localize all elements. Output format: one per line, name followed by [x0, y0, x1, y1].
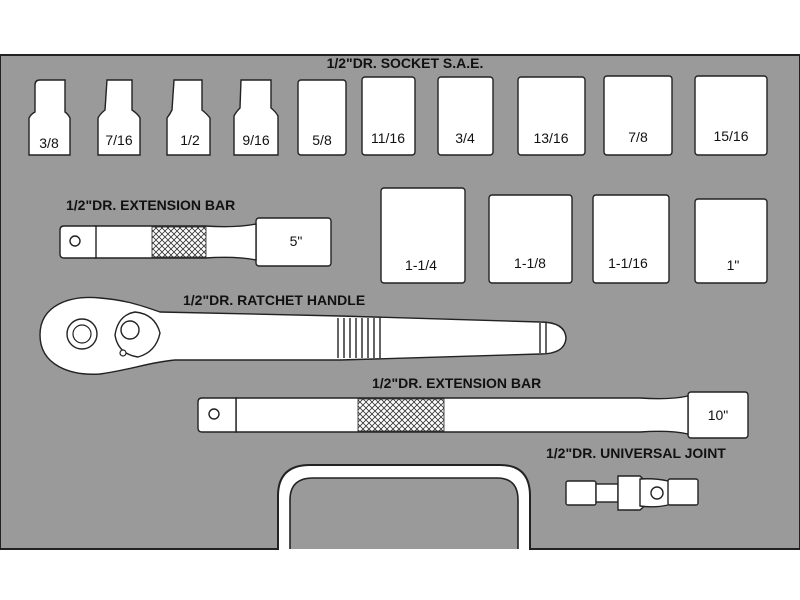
extension-short-label: 1/2"DR. EXTENSION BAR — [66, 197, 235, 213]
socket-1-1-4 — [380, 187, 466, 284]
socket-13-16 — [517, 76, 586, 156]
extension-long-length: 10" — [708, 407, 729, 423]
socket-7-8 — [603, 75, 673, 156]
socket-size-label: 1-1/16 — [608, 255, 648, 271]
socket-5-8 — [297, 79, 347, 156]
ratchet-handle — [39, 296, 567, 375]
socket-size-label: 15/16 — [713, 128, 748, 144]
socket-1-1-8 — [488, 194, 573, 284]
socket-size-label: 5/8 — [312, 132, 332, 148]
socket-15-16 — [694, 75, 768, 156]
socket-3-4 — [437, 76, 494, 156]
extension-bar-10-inch: 10" — [197, 391, 749, 439]
socket-size-label: 1-1/4 — [405, 257, 437, 273]
extension-long-label: 1/2"DR. EXTENSION BAR — [372, 375, 541, 391]
large-sockets-row: 1-1/4 1-1/8 1-1/16 1" — [380, 187, 768, 284]
ratchet-handle-label: 1/2"DR. RATCHET HANDLE — [183, 292, 365, 308]
socket-size-label: 13/16 — [533, 130, 568, 146]
socket-header-label: 1/2"DR. SOCKET S.A.E. — [327, 55, 484, 71]
universal-joint — [565, 475, 699, 511]
extension-bar-5-inch: 5" — [59, 217, 332, 267]
socket-11-16 — [361, 76, 416, 156]
socket-1-inch — [694, 198, 768, 284]
socket-size-label: 7/8 — [628, 129, 648, 145]
socket-9-16: 9/16 — [233, 79, 279, 156]
socket-1-2: 1/2 — [166, 79, 211, 156]
socket-size-label: 3/8 — [39, 135, 59, 151]
extension-short-length: 5" — [290, 233, 303, 249]
socket-size-label: 1" — [727, 257, 740, 273]
small-sockets-row: 3/8 7/16 1/2 9/16 5/8 11/16 3/4 13/16 7/… — [28, 75, 768, 156]
socket-size-label: 11/16 — [371, 130, 405, 146]
socket-1-1-16 — [592, 194, 670, 284]
socket-3-8: 3/8 — [28, 79, 71, 156]
socket-size-label: 1/2 — [180, 132, 200, 148]
socket-7-16: 7/16 — [97, 79, 141, 156]
socket-size-label: 3/4 — [455, 130, 475, 146]
socket-size-label: 1-1/8 — [514, 255, 546, 271]
universal-joint-label: 1/2"DR. UNIVERSAL JOINT — [546, 445, 726, 461]
socket-size-label: 7/16 — [105, 132, 132, 148]
socket-size-label: 9/16 — [242, 132, 269, 148]
